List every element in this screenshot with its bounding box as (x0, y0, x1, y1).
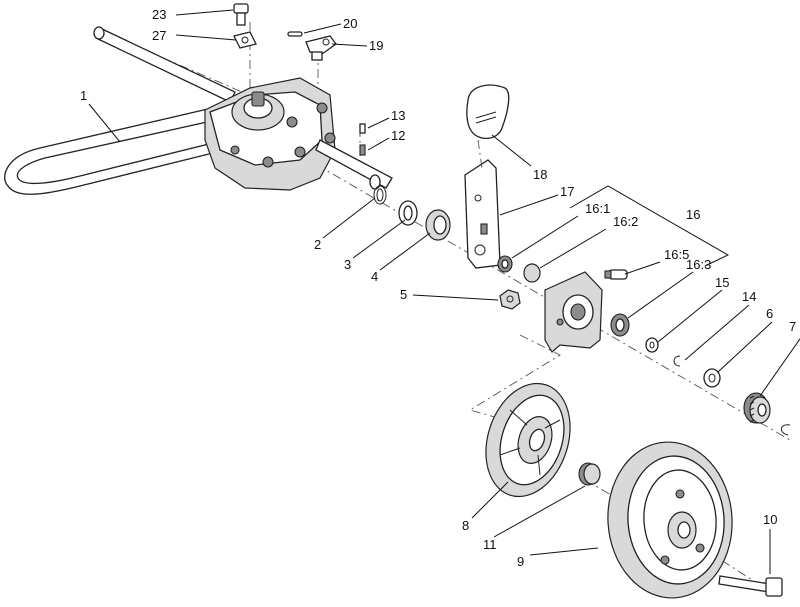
callout-10: 10 (763, 512, 777, 527)
callout-17: 17 (560, 184, 574, 199)
part-20-pin (287, 31, 303, 37)
part-1-drive-cable (4, 104, 226, 195)
part-2-retaining-ring (373, 185, 387, 205)
callout-labels: 1 2 3 4 5 6 7 8 9 10 11 12 13 14 15 16 1… (80, 7, 796, 569)
callout-9: 9 (517, 554, 524, 569)
part-16-1-bushing (497, 255, 513, 273)
part-4-bearing (425, 209, 451, 241)
part-13-pin (359, 123, 366, 134)
callout-15: 15 (715, 275, 729, 290)
part-8-wheel-gear (485, 382, 571, 498)
callout-16-3: 16:3 (686, 257, 711, 272)
part-12-spring (359, 144, 366, 156)
part-16-group-bracket (569, 185, 730, 267)
callout-16-1: 16:1 (585, 201, 610, 216)
callout-2: 2 (314, 237, 321, 252)
callout-11: 11 (483, 537, 497, 552)
part-16-5-stud (604, 269, 628, 280)
part-18-knob (466, 84, 510, 139)
callout-18: 18 (533, 167, 547, 182)
callout-23: 23 (152, 7, 166, 22)
callout-27: 27 (152, 28, 166, 43)
leader-lines (88, 9, 800, 574)
callout-8: 8 (462, 518, 469, 533)
callout-16-2: 16:2 (613, 214, 638, 229)
callout-5: 5 (400, 287, 407, 302)
callout-16: 16 (686, 207, 700, 222)
part-14-clip (673, 355, 681, 367)
callout-20: 20 (343, 16, 357, 31)
part-3-washer (398, 200, 418, 226)
part-23-screw (233, 3, 249, 26)
callout-4: 4 (371, 269, 378, 284)
callout-3: 3 (344, 257, 351, 272)
part-transmission (93, 26, 393, 191)
part-11-bushing (578, 462, 601, 486)
part-10-wheel-bolt (718, 575, 783, 597)
part-7-retaining-clip (781, 424, 791, 436)
callout-7: 7 (789, 319, 796, 334)
part-5-nut (499, 289, 521, 310)
callout-19: 19 (369, 38, 383, 53)
callout-6: 6 (766, 306, 773, 321)
callout-13: 13 (391, 108, 405, 123)
part-16-wheel-bracket (544, 271, 603, 353)
part-16-3-bearing (610, 313, 630, 337)
callout-14: 14 (742, 289, 756, 304)
callout-12: 12 (391, 128, 405, 143)
part-16-2-spacer (523, 263, 541, 283)
part-27-bracket (233, 31, 257, 49)
callout-1: 1 (80, 88, 87, 103)
part-7-pinion-gear (743, 392, 771, 424)
callout-16-5: 16:5 (664, 247, 689, 262)
part-19-lever (305, 35, 337, 61)
part-6-washer (703, 368, 721, 388)
part-15-washer (645, 337, 659, 353)
part-9-wheel (607, 441, 733, 599)
part-17-adjuster-plate (464, 159, 501, 269)
